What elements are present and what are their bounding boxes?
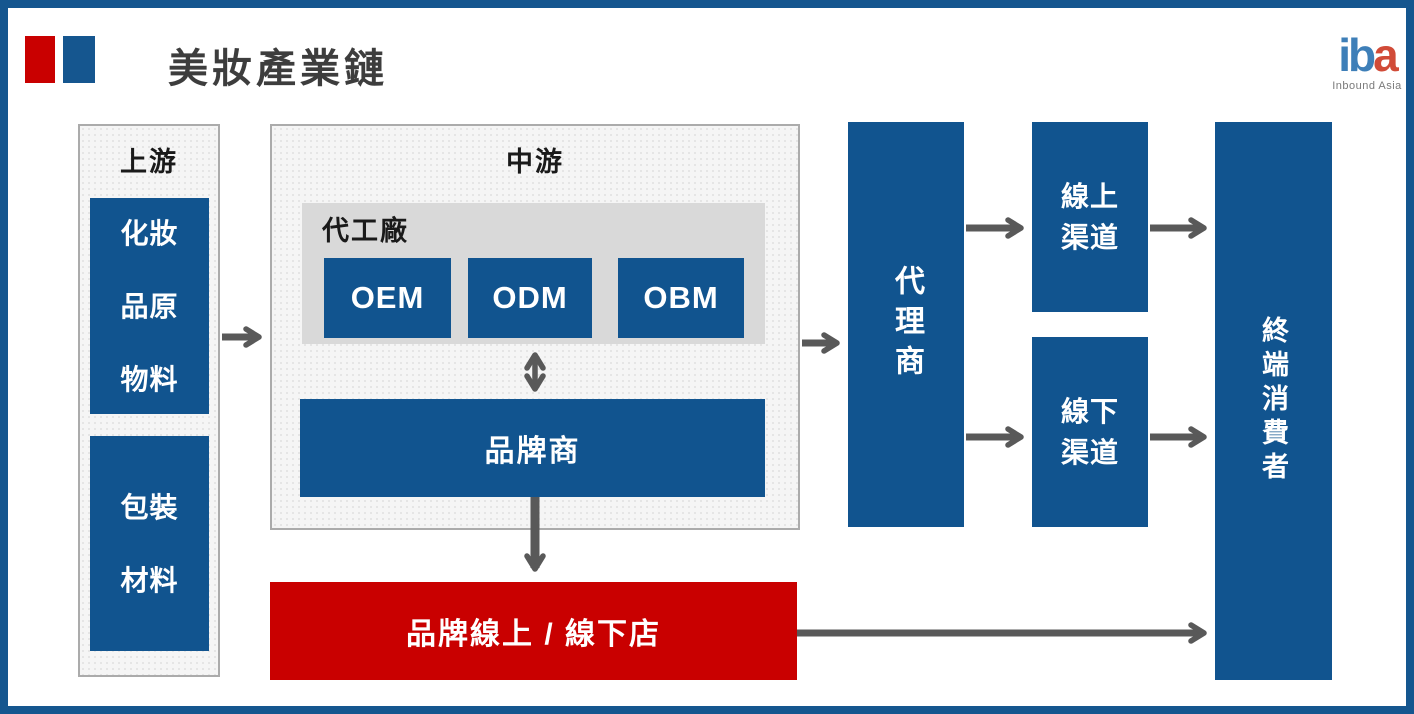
title-blue-square	[63, 36, 95, 83]
oem-box: OEM	[324, 258, 451, 338]
obm-box: OBM	[618, 258, 744, 338]
cosmetics-raw-materials-box: 化妝 品原 物料	[90, 198, 209, 414]
page-title: 美妝產業鏈	[168, 47, 388, 91]
odm-box: ODM	[468, 258, 592, 338]
online-channel-box: 線上 渠道	[1032, 122, 1148, 312]
title-red-square	[25, 36, 55, 83]
upstream-label: 上游	[120, 147, 178, 177]
agent-box: 代理商	[848, 122, 964, 527]
packaging-materials-box: 包裝 材料	[90, 436, 209, 651]
logo-mark-icon: iba	[1338, 29, 1398, 81]
inbound-asia-logo: iba Inbound Asia	[1328, 32, 1406, 92]
midstream-label: 中游	[506, 147, 564, 177]
contract-factory-label: 代工廠	[322, 216, 409, 246]
brand-store-box: 品牌線上 / 線下店	[270, 582, 797, 680]
logo-caption: Inbound Asia	[1332, 80, 1402, 92]
brand-owner-box: 品牌商	[300, 399, 765, 497]
end-consumer-box: 終端消費者	[1215, 122, 1332, 680]
offline-channel-box: 線下 渠道	[1032, 337, 1148, 527]
